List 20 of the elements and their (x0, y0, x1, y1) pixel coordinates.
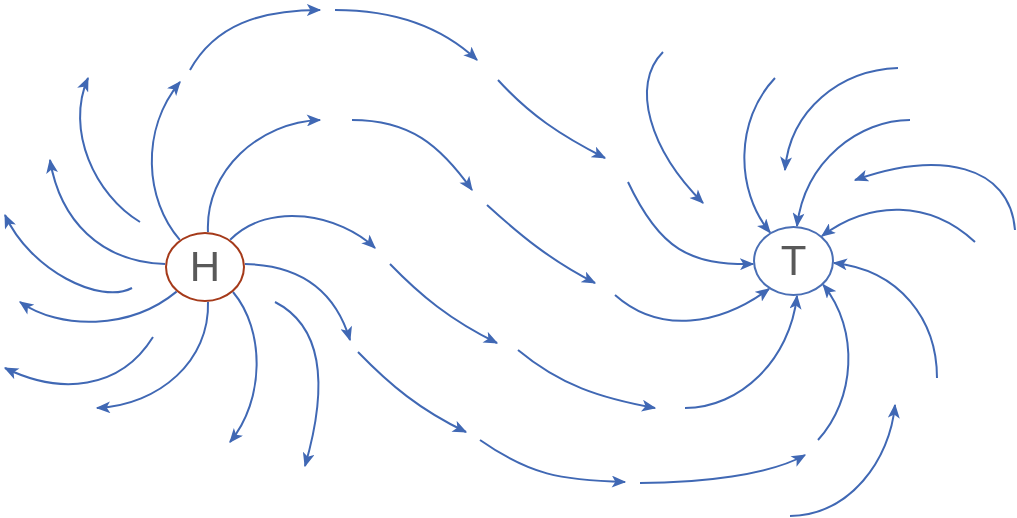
arrow (46, 158, 167, 265)
arrow (207, 115, 322, 234)
arrow (817, 283, 850, 441)
arrow (229, 291, 258, 443)
ellipse-node (753, 226, 834, 296)
arrow (229, 214, 376, 249)
arrow (832, 259, 938, 379)
arrow (820, 208, 976, 243)
node-label: T (780, 240, 807, 282)
arrow (627, 181, 755, 270)
arrow (684, 294, 801, 409)
arrow (95, 300, 209, 413)
arrow (793, 119, 911, 228)
arrow (18, 290, 178, 323)
arrow (743, 77, 776, 234)
ellipse-node (165, 232, 245, 302)
arrow (614, 287, 770, 322)
arrow (243, 263, 352, 342)
arrow (150, 81, 181, 241)
node-label: H (189, 246, 221, 288)
